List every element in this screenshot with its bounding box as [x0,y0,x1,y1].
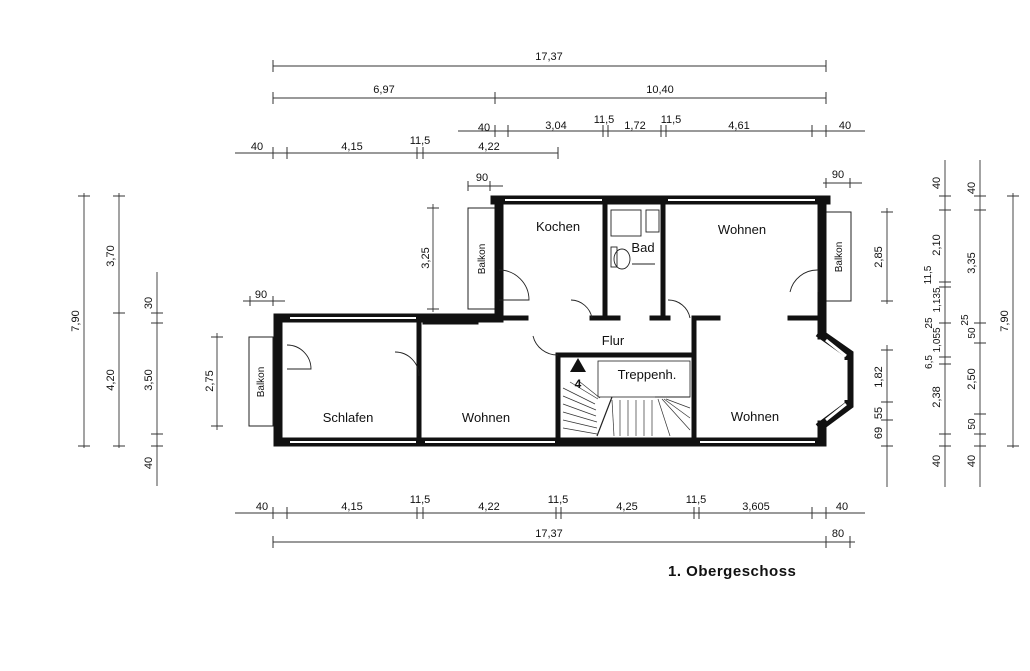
balkon-rechts-label: Balkon [834,242,845,273]
dim-left-total: 7,90 [70,310,82,331]
room-schlafen: Schlafen [323,410,374,425]
room-wohnen-mitte: Wohnen [462,410,510,425]
dim-bottom-e: 11,5 [548,494,569,506]
dim-bottom-h: 3,605 [742,501,770,513]
dim-r2-40b: 40 [966,455,978,467]
left-dimensions: 7,90 3,70 4,20 30 3,50 40 2,75 3,25 [70,193,439,486]
dim-top-right: 10,40 [646,84,674,96]
dim-r1-1055: 1,055 [932,327,943,352]
balkon-mitte [467,207,496,310]
room-bad: Bad [631,240,654,255]
dim-row4-d: 4,22 [478,141,499,153]
dim-right-55: 55 [873,407,885,419]
dim-balkon-links: 90 [255,289,267,301]
dim-bottom-b: 4,15 [341,501,362,513]
dim-r1-40a: 40 [931,177,943,189]
dim-bottom-c: 11,5 [410,494,431,506]
dim-row4-a: 40 [251,141,263,153]
stair-number: 4 [575,377,582,391]
balkon-rechts [825,211,852,302]
dim-r2-50a: 50 [967,327,978,339]
dim-kochen-height: 3,25 [420,247,432,268]
right-dimensions: 2,85 1,82 55 69 40 2,10 11,5 1,135 1,055… [873,160,1019,487]
balkon-links [248,336,274,427]
room-wohnen-suedost: Wohnen [731,409,779,424]
floor-title: 1. Obergeschoss [668,563,797,580]
bottom-dimensions: 40 4,15 11,5 4,22 11,5 4,25 11,5 3,605 4… [235,494,865,548]
dim-r1-65: 6,5 [924,355,935,369]
balkon-links-label: Balkon [256,367,267,398]
dim-row3-f: 4,61 [728,120,749,132]
dim-top-total: 17,37 [535,51,563,63]
doors [286,269,819,377]
dim-r2-25: 25 [960,314,971,326]
dim-r2-50b: 50 [967,418,978,430]
top-dimensions: 17,37 6,97 10,40 40 3,04 11,5 1,72 11,5 … [235,51,865,306]
dim-r1-238: 2,38 [931,386,943,407]
room-wohnen-nordost: Wohnen [718,222,766,237]
dim-row3-c: 11,5 [594,114,615,126]
dim-r2-335: 3,35 [966,252,978,273]
dim-r1-210: 2,10 [931,234,943,255]
shower-icon [610,209,642,237]
dim-row3-d: 1,72 [624,120,645,132]
room-kochen: Kochen [536,219,580,234]
dim-left-30: 30 [143,297,155,309]
toilet-icon [613,248,631,270]
dim-left-balkon: 2,75 [204,370,216,391]
dim-right-69: 69 [873,427,885,439]
dim-row4-b: 4,15 [341,141,362,153]
sink-icon [645,209,660,233]
dim-r1-25: 25 [924,317,935,329]
dim-bottom-f: 4,25 [616,501,637,513]
room-treppenhaus: Treppenh. [618,367,677,382]
dim-r2-250: 2,50 [966,368,978,389]
dim-bottom-g: 11,5 [686,494,707,506]
room-flur: Flur [602,333,625,348]
dim-right-balkon: 2,85 [873,246,885,267]
dim-bottom-a: 40 [256,501,268,513]
dim-right-total: 7,90 [999,310,1011,331]
dim-right-182: 1,82 [873,366,885,387]
dim-r1-115: 11,5 [923,265,934,284]
staircase: 4 [562,358,691,437]
dim-row4-c: 11,5 [410,135,431,147]
dim-left-350: 3,50 [143,369,155,390]
dim-balkon-mitte: 90 [476,172,488,184]
balconies: Balkon Balkon Balkon [248,207,852,427]
dim-left-370: 3,70 [105,245,117,266]
dim-row3-e: 11,5 [661,114,682,126]
dim-row3-a: 40 [478,122,490,134]
dim-row3-b: 3,04 [545,120,566,132]
dim-r1-40b: 40 [931,455,943,467]
dim-balkon-rechts: 90 [832,169,844,181]
dim-r1-1135: 1,135 [932,287,943,312]
walls [273,195,854,447]
dim-bottom-d: 4,22 [478,501,499,513]
dim-left-40: 40 [143,457,155,469]
north-arrow-icon [570,358,586,372]
dim-bottom-total: 17,37 [535,528,563,540]
dim-bottom-i: 40 [836,501,848,513]
dim-left-420: 4,20 [105,369,117,390]
dim-top-left: 6,97 [373,84,394,96]
room-labels: Kochen Bad Wohnen Flur Treppenh. Schlafe… [323,219,779,425]
balkon-mitte-label: Balkon [477,244,488,275]
dim-row3-g: 40 [839,120,851,132]
dim-r2-40a: 40 [966,182,978,194]
dim-bottom-80: 80 [832,528,844,540]
bathroom-fixtures [610,209,660,270]
